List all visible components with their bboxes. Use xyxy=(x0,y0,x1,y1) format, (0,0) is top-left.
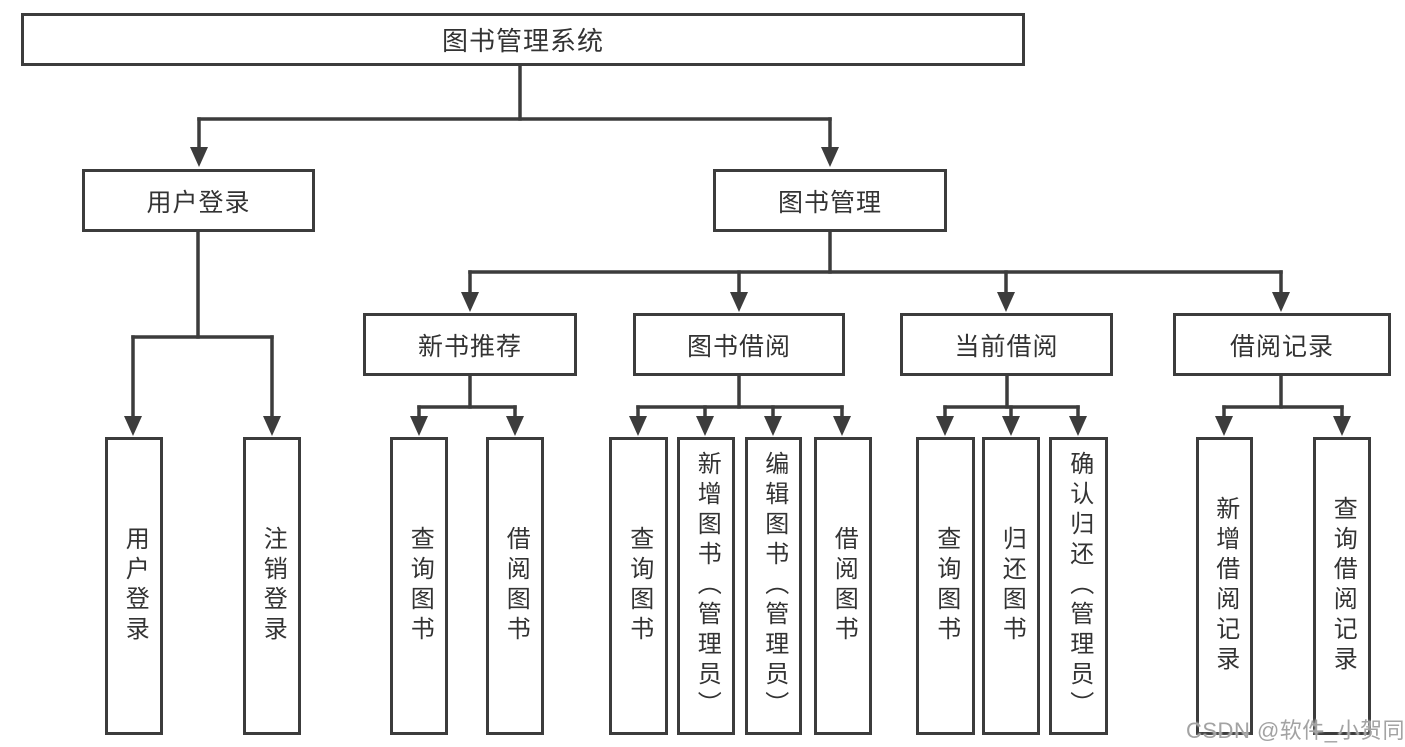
leaf-search-books-borrow-label: 查询图书 xyxy=(625,526,653,646)
leaf-borrow-books-recommend: 借阅图书 xyxy=(486,437,544,735)
leaf-search-borrow-record-label: 查询借阅记录 xyxy=(1329,496,1357,676)
node-book-borrowing-label: 图书借阅 xyxy=(686,332,791,361)
node-book-borrowing: 图书借阅 xyxy=(633,313,845,376)
arrowheads xyxy=(124,147,1351,436)
node-current-borrowing-label: 当前借阅 xyxy=(954,332,1059,361)
leaf-search-books-current: 查询图书 xyxy=(916,437,975,735)
leaf-user-login-label: 用户登录 xyxy=(121,526,149,646)
node-root-label: 图书管理系统 xyxy=(441,26,604,56)
node-root-library-system: 图书管理系统 xyxy=(21,13,1025,66)
node-borrowing-records: 借阅记录 xyxy=(1173,313,1391,376)
node-borrowing-records-label: 借阅记录 xyxy=(1229,332,1334,361)
leaf-user-login: 用户登录 xyxy=(105,437,163,735)
leaf-search-books-borrow: 查询图书 xyxy=(609,437,668,735)
leaf-edit-books-admin: 编辑图书（管理员） xyxy=(745,437,802,735)
node-new-book-recommendation-label: 新书推荐 xyxy=(417,332,522,361)
leaf-search-borrow-record: 查询借阅记录 xyxy=(1313,437,1371,735)
csdn-watermark: CSDN @软件_小贺同学 xyxy=(1186,718,1405,743)
leaf-search-books-recommend-label: 查询图书 xyxy=(406,526,434,646)
leaf-confirm-return-admin-label: 确认归还（管理员） xyxy=(1065,451,1093,721)
leaf-search-books-current-label: 查询图书 xyxy=(932,526,960,646)
leaf-logout-label: 注销登录 xyxy=(259,526,287,646)
leaf-add-borrow-record-label: 新增借阅记录 xyxy=(1211,496,1239,676)
leaf-logout: 注销登录 xyxy=(243,437,301,735)
node-book-management: 图书管理 xyxy=(713,169,947,232)
node-current-borrowing: 当前借阅 xyxy=(900,313,1113,376)
leaf-return-books: 归还图书 xyxy=(982,437,1040,735)
leaf-return-books-label: 归还图书 xyxy=(998,526,1026,646)
leaf-edit-books-admin-label: 编辑图书（管理员） xyxy=(760,451,788,721)
leaf-search-books-recommend: 查询图书 xyxy=(390,437,448,735)
leaf-confirm-return-admin: 确认归还（管理员） xyxy=(1049,437,1108,735)
leaf-borrow-books: 借阅图书 xyxy=(814,437,872,735)
node-user-login-label: 用户登录 xyxy=(146,188,251,217)
leaf-add-books-admin-label: 新增图书（管理员） xyxy=(693,451,721,721)
leaf-add-books-admin: 新增图书（管理员） xyxy=(677,437,735,735)
node-book-management-label: 图书管理 xyxy=(777,188,882,217)
node-user-login: 用户登录 xyxy=(82,169,315,232)
node-new-book-recommendation: 新书推荐 xyxy=(363,313,577,376)
leaf-add-borrow-record: 新增借阅记录 xyxy=(1196,437,1253,735)
leaf-borrow-books-label: 借阅图书 xyxy=(830,526,858,646)
leaf-borrow-books-recommend-label: 借阅图书 xyxy=(502,526,530,646)
